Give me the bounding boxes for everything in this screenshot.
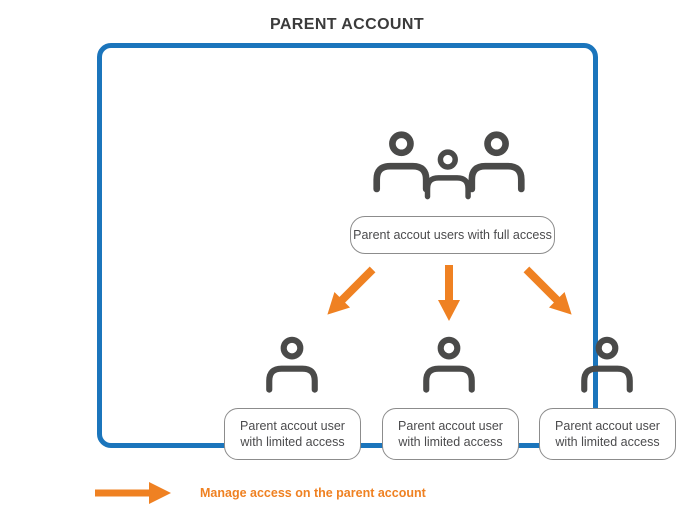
parent-account-panel: Parent accout users with full access bbox=[97, 43, 676, 460]
legend-label: Manage access on the parent account bbox=[200, 486, 426, 500]
user-icon bbox=[579, 336, 635, 396]
arrow-down-right-icon bbox=[518, 261, 580, 323]
limited-access-box: Parent accout user with limited access bbox=[224, 408, 361, 460]
page-title: PARENT ACCOUNT bbox=[269, 16, 425, 33]
full-access-box: Parent accout users with full access bbox=[350, 216, 555, 254]
limited-access-box: Parent accout user with limited access bbox=[382, 408, 519, 460]
users-group-icon bbox=[371, 130, 527, 208]
arrow-down-left-icon bbox=[319, 261, 381, 323]
limited-access-label: Parent accout user with limited access bbox=[555, 418, 660, 449]
user-icon bbox=[264, 336, 320, 396]
full-access-label: Parent accout users with full access bbox=[353, 228, 552, 242]
arrow-down-icon bbox=[437, 265, 461, 321]
user-icon bbox=[421, 336, 477, 396]
limited-access-box: Parent accout user with limited access bbox=[539, 408, 676, 460]
arrow-right-icon bbox=[95, 481, 171, 505]
limited-access-label: Parent accout user with limited access bbox=[240, 418, 345, 449]
limited-access-label: Parent accout user with limited access bbox=[398, 418, 503, 449]
